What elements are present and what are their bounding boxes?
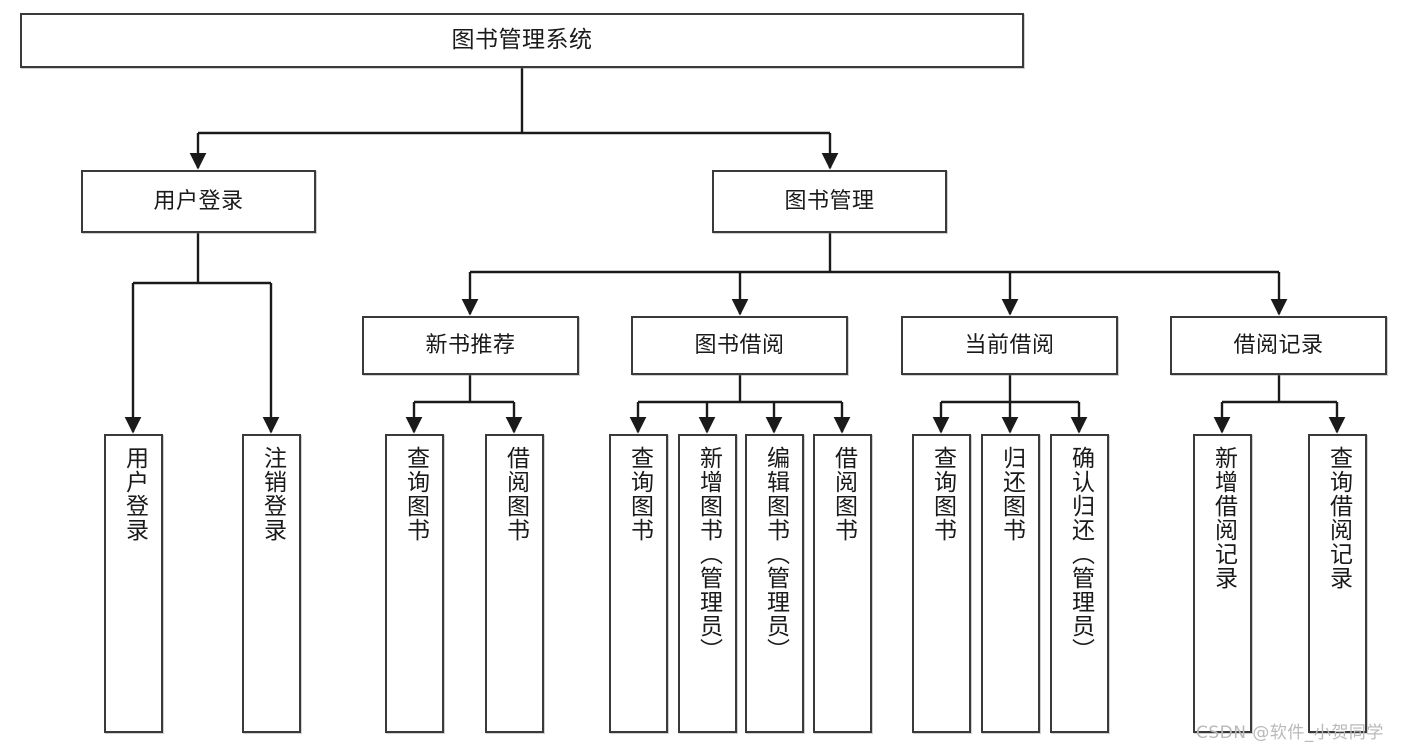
leaf-current-borrow-confirm-return-admin[interactable]: 确认归还（管理员） <box>1050 434 1109 733</box>
node-current-borrow[interactable]: 当前借阅 <box>901 316 1118 375</box>
node-label: 借阅图书 <box>830 446 857 542</box>
node-label: 新书推荐 <box>425 332 516 358</box>
node-label: 图书借阅 <box>694 332 785 358</box>
leaf-book-borrow-edit-book-admin[interactable]: 编辑图书（管理员） <box>745 434 804 733</box>
node-user-login[interactable]: 用户登录 <box>81 170 316 233</box>
node-label: 借阅记录 <box>1233 332 1324 358</box>
node-label: 借阅图书 <box>502 446 529 542</box>
node-label: 查询借阅记录 <box>1325 446 1352 590</box>
leaf-current-borrow-query-book[interactable]: 查询图书 <box>912 434 971 733</box>
node-label: 查询图书 <box>402 446 429 542</box>
node-label: 确认归还（管理员） <box>1067 446 1094 662</box>
node-label: 图书管理系统 <box>451 26 593 53</box>
node-label: 查询图书 <box>929 446 956 542</box>
node-borrow-record[interactable]: 借阅记录 <box>1170 316 1387 375</box>
node-label: 用户登录 <box>121 446 148 542</box>
leaf-book-borrow-borrow-book[interactable]: 借阅图书 <box>813 434 872 733</box>
node-book-management[interactable]: 图书管理 <box>712 170 947 233</box>
node-book-borrow[interactable]: 图书借阅 <box>631 316 848 375</box>
leaf-new-book-query-book[interactable]: 查询图书 <box>385 434 444 733</box>
node-label: 归还图书 <box>998 446 1025 542</box>
leaf-book-borrow-query-book[interactable]: 查询图书 <box>609 434 668 733</box>
node-root-book-management-system[interactable]: 图书管理系统 <box>20 13 1024 68</box>
node-label: 图书管理 <box>784 188 875 214</box>
leaf-user-login-logout[interactable]: 注销登录 <box>242 434 301 733</box>
node-label: 编辑图书（管理员） <box>762 446 789 662</box>
node-new-book-recommend[interactable]: 新书推荐 <box>362 316 579 375</box>
node-label: 当前借阅 <box>964 332 1055 358</box>
leaf-borrow-record-add-record[interactable]: 新增借阅记录 <box>1193 434 1252 733</box>
node-label: 新增图书（管理员） <box>695 446 722 662</box>
leaf-new-book-borrow-book[interactable]: 借阅图书 <box>485 434 544 733</box>
node-label: 查询图书 <box>626 446 653 542</box>
leaf-book-borrow-add-book-admin[interactable]: 新增图书（管理员） <box>678 434 737 733</box>
leaf-current-borrow-return-book[interactable]: 归还图书 <box>981 434 1040 733</box>
csdn-watermark: CSDN @软件_小贺同学 <box>1196 723 1384 743</box>
node-label: 注销登录 <box>259 446 286 542</box>
leaf-borrow-record-query-record[interactable]: 查询借阅记录 <box>1308 434 1367 733</box>
node-label: 用户登录 <box>153 188 244 214</box>
leaf-user-login-login[interactable]: 用户登录 <box>104 434 163 733</box>
node-label: 新增借阅记录 <box>1210 446 1237 590</box>
